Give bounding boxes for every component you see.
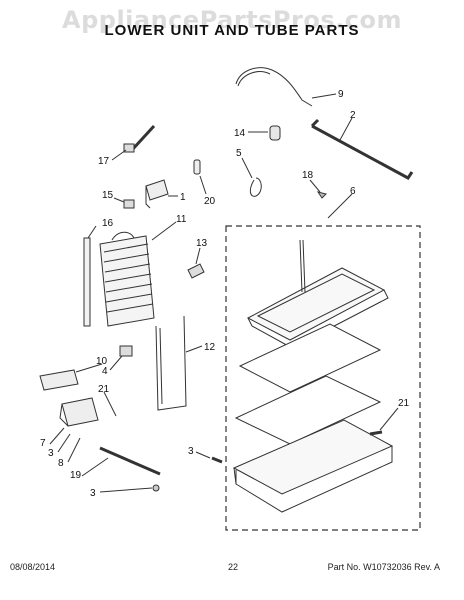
callout-13: 13 [196, 238, 208, 249]
part-15-plate [123, 199, 135, 209]
part-2-rod [310, 118, 414, 180]
part-5-clip [249, 177, 262, 197]
callout-20: 20 [204, 196, 216, 207]
leader-3-pan [195, 451, 211, 459]
callout-3-left: 3 [48, 448, 54, 459]
callout-3-bottom: 3 [90, 488, 96, 499]
callout-18: 18 [302, 170, 314, 181]
insulation-sheet-2 [234, 375, 382, 445]
footer-page-number: 22 [228, 562, 239, 572]
callout-10: 10 [96, 356, 108, 367]
callout-16: 16 [102, 218, 114, 229]
leader-19 [81, 457, 109, 477]
leader-3-left [57, 433, 71, 453]
part-1-bracket [145, 179, 169, 209]
leader-8 [67, 437, 81, 463]
footer-date: 08/08/2014 [10, 562, 56, 572]
leader-9 [311, 93, 337, 99]
leader-21-right [379, 407, 399, 431]
footer-part-number: Part No. W10732036 Rev. A [327, 562, 440, 572]
leader-15 [113, 197, 125, 203]
leader-13 [195, 247, 201, 265]
leader-4 [109, 355, 123, 371]
page-title: LOWER UNIT AND TUBE PARTS [104, 22, 360, 39]
part-13-clip [187, 263, 205, 279]
leader-21-left [103, 391, 117, 417]
callout-11: 11 [176, 214, 187, 225]
leader-17 [111, 149, 127, 161]
upper-tray [246, 239, 389, 349]
part-18-clip [316, 191, 327, 199]
part-7-control-box [59, 397, 99, 427]
callout-3-pan: 3 [188, 446, 194, 457]
part-11-evaporator [99, 231, 155, 327]
bottom-pan [232, 419, 394, 513]
leader-18 [309, 179, 321, 193]
part-14-plug [269, 125, 281, 141]
leader-7 [49, 427, 65, 445]
leader-12 [185, 345, 203, 353]
callout-12: 12 [204, 342, 216, 353]
part-3-screw-bottom [152, 484, 160, 492]
callout-1: 1 [180, 192, 186, 203]
leader-20 [199, 175, 207, 195]
callout-21-left: 21 [98, 384, 110, 395]
leader-10 [75, 363, 103, 373]
callout-14: 14 [234, 128, 246, 139]
part-10-plate [39, 369, 79, 391]
callout-15: 15 [102, 190, 114, 201]
callout-6: 6 [350, 186, 356, 197]
callout-8: 8 [58, 458, 64, 469]
leader-3-bottom [99, 487, 153, 493]
part-16-heater [83, 237, 91, 327]
callout-17: 17 [98, 156, 110, 167]
leader-2 [339, 117, 353, 141]
insulation-sheet-1 [238, 323, 382, 393]
callout-9: 9 [338, 89, 344, 100]
part-19-strip [99, 446, 161, 476]
callout-19: 19 [70, 470, 82, 481]
part-9-tube [235, 67, 313, 107]
leader-6 [327, 193, 353, 219]
part-3-screw-pan [211, 456, 223, 464]
callout-5: 5 [236, 148, 242, 159]
leader-5 [241, 157, 253, 179]
part-6-drain-pan-assembly [225, 225, 421, 531]
part-17-sensor [123, 124, 156, 153]
watermark: AppliancePartsPros.com [62, 6, 402, 34]
callout-2: 2 [350, 110, 356, 121]
part-4-bracket [119, 345, 133, 357]
leader-16 [87, 225, 97, 239]
callout-21-right: 21 [398, 398, 410, 409]
callout-7: 7 [40, 438, 46, 449]
part-20-tube [193, 159, 201, 175]
callout-4: 4 [102, 366, 108, 377]
leader-11 [151, 221, 177, 241]
part-21-screw-right [369, 430, 383, 436]
part-12-drain-tube [155, 315, 187, 411]
